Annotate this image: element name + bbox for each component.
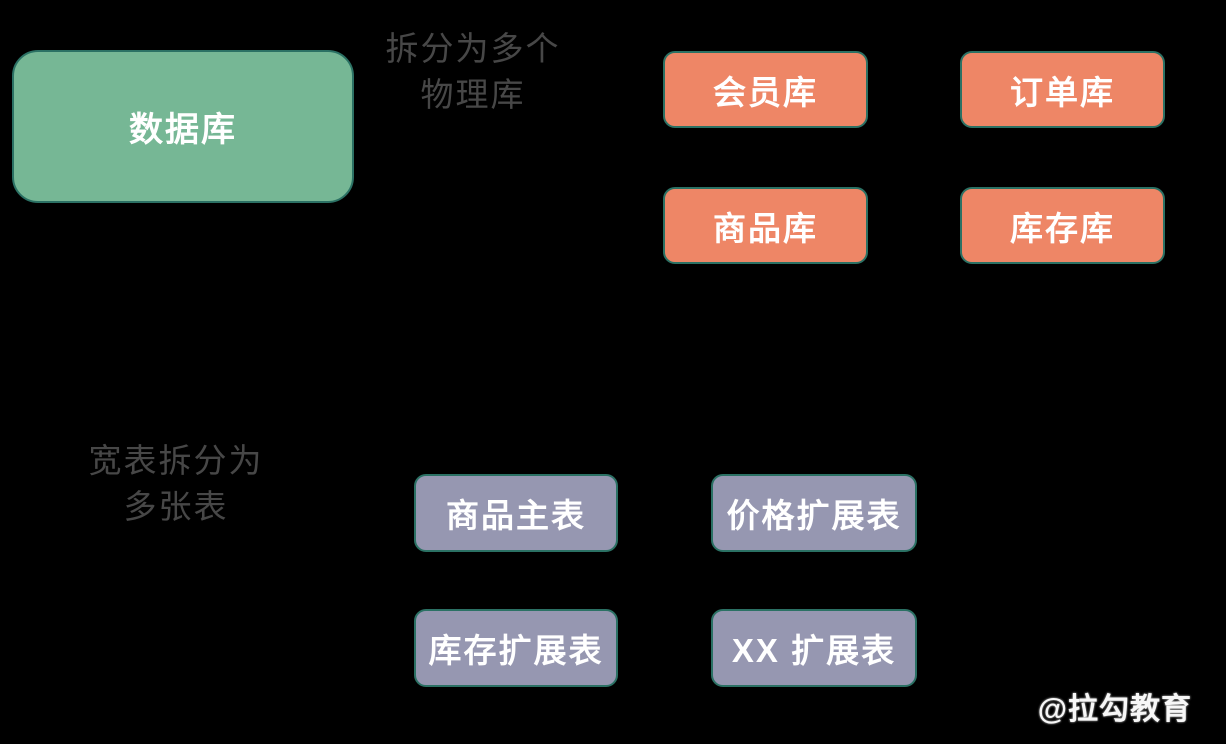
order-db-box: 订单库 bbox=[960, 51, 1165, 128]
watermark-text: @拉勾教育 bbox=[1037, 693, 1192, 726]
inventory-ext-table-label: 库存扩展表 bbox=[428, 632, 604, 669]
xx-ext-table-label: XX 扩展表 bbox=[731, 632, 897, 669]
product-db-label: 商品库 bbox=[713, 209, 818, 247]
product-main-table-label: 商品主表 bbox=[446, 497, 586, 534]
xx-ext-table-box: XX 扩展表 bbox=[711, 609, 917, 687]
inventory-db-box: 库存库 bbox=[960, 187, 1165, 264]
annotation-split-tables-line2: 多张表 bbox=[123, 488, 229, 525]
inventory-ext-table-box: 库存扩展表 bbox=[414, 609, 618, 687]
order-db-label: 订单库 bbox=[1010, 73, 1115, 111]
annotation-split-physical: 拆分为多个 物理库 bbox=[348, 26, 598, 118]
annotation-split-physical-line2: 物理库 bbox=[420, 76, 526, 113]
product-main-table-box: 商品主表 bbox=[414, 474, 618, 552]
annotation-split-tables-line1: 宽表拆分为 bbox=[88, 442, 264, 479]
member-db-box: 会员库 bbox=[663, 51, 868, 128]
database-box-label: 数据库 bbox=[129, 111, 237, 149]
watermark: @拉勾教育 bbox=[1038, 684, 1192, 728]
annotation-split-tables: 宽表拆分为 多张表 bbox=[76, 438, 276, 530]
annotation-split-physical-line1: 拆分为多个 bbox=[385, 30, 561, 67]
product-db-box: 商品库 bbox=[663, 187, 868, 264]
inventory-db-label: 库存库 bbox=[1010, 209, 1115, 247]
price-ext-table-label: 价格扩展表 bbox=[726, 497, 902, 534]
database-box: 数据库 bbox=[12, 50, 354, 203]
member-db-label: 会员库 bbox=[713, 73, 818, 111]
price-ext-table-box: 价格扩展表 bbox=[711, 474, 917, 552]
